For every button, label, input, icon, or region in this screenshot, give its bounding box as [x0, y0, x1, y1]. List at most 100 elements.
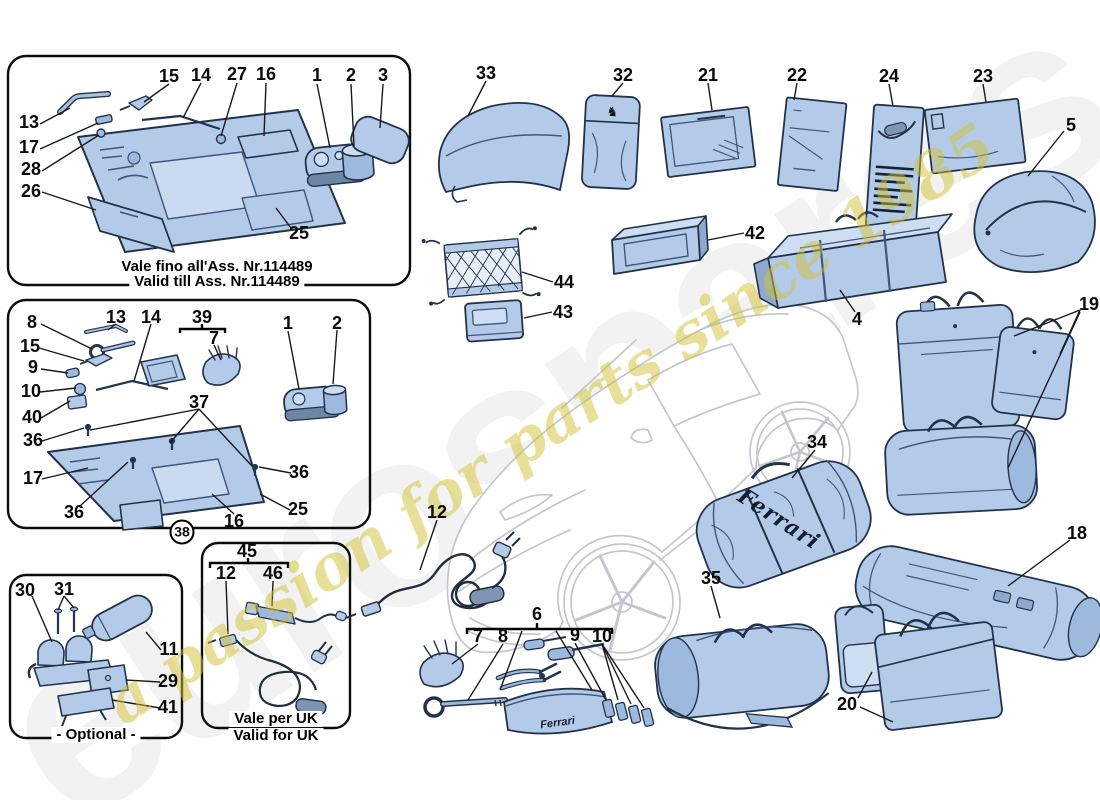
callout-16: 16	[255, 64, 277, 84]
callout-34: 34	[806, 432, 828, 452]
part-9-10-fuses	[601, 698, 655, 727]
part-13-tube	[57, 91, 111, 115]
part-15-screwdriver-2	[79, 353, 113, 367]
callout-25: 25	[287, 499, 309, 519]
part-11-extinguisher	[82, 594, 153, 642]
callout-10: 10	[20, 381, 42, 401]
callout-2: 2	[331, 313, 343, 333]
callout-24: 24	[878, 66, 900, 86]
callout-17: 17	[18, 137, 40, 157]
callout-35: 35	[700, 568, 722, 588]
part-3-case	[350, 115, 410, 165]
part-26-foam-wedge	[87, 196, 175, 253]
part-9-bit	[65, 367, 80, 379]
callout-5: 5	[1065, 115, 1077, 135]
note-validity-line1: Vale fino all'Ass. Nr.114489	[116, 259, 318, 275]
callout-43: 43	[552, 302, 574, 322]
uk-cable-coil	[235, 639, 333, 715]
callout-13: 13	[18, 112, 40, 132]
part-21-manual	[660, 106, 757, 178]
callout-38: 38	[169, 519, 195, 545]
callout-4: 4	[851, 309, 863, 329]
callout-41: 41	[157, 697, 179, 717]
callout-16: 16	[223, 511, 245, 531]
callout-1: 1	[311, 65, 323, 85]
part-14-rod	[141, 114, 221, 131]
part-5-car-cover-bag	[973, 170, 1096, 273]
callout-8: 8	[497, 626, 509, 646]
part-36-screws	[84, 423, 259, 476]
part-14-rod-2	[95, 379, 169, 392]
callout-31: 31	[53, 579, 75, 599]
leader-lines-box1	[39, 82, 384, 229]
part-16-pad	[237, 129, 299, 159]
part-2-canister-2	[322, 384, 348, 416]
callout-42: 42	[744, 223, 766, 243]
bracket-6	[465, 623, 614, 634]
leader-lines-main	[419, 80, 1081, 723]
leader-lines-box4	[225, 580, 274, 635]
callout-23: 23	[972, 66, 994, 86]
callout-12: 12	[426, 502, 448, 522]
callout-19: 19	[1078, 294, 1100, 314]
callout-14: 14	[190, 65, 212, 85]
callout-15: 15	[158, 66, 180, 86]
part-20-bag-set	[834, 603, 1003, 731]
part-19-luggage-set	[884, 291, 1075, 516]
kit-pliers	[495, 662, 562, 691]
note-optional: - Optional -	[51, 727, 141, 743]
callout-44: 44	[553, 272, 575, 292]
part-6-tool-pouch: Ferrari	[503, 687, 614, 735]
part-24-charger-card	[864, 103, 925, 231]
part-35-duffel-bag	[654, 623, 830, 730]
part-7-gloves-kit	[419, 639, 464, 688]
callout-12: 12	[215, 563, 237, 583]
part-13-hex-key	[84, 323, 128, 334]
callout-13: 13	[105, 307, 127, 327]
part-41-bracket	[57, 687, 115, 727]
part-34-car-cover-duffel	[695, 459, 872, 589]
note-uk-line1: Vale per UK	[229, 711, 323, 727]
panel-box-optional	[8, 573, 184, 740]
leader-lines-box3	[31, 595, 162, 709]
part-12-charger-cable	[345, 531, 521, 619]
callout-20: 20	[836, 694, 858, 714]
callout-29: 29	[157, 671, 179, 691]
callout-30: 30	[14, 580, 36, 600]
callout-8: 8	[26, 312, 38, 332]
part-17-clip	[95, 114, 113, 125]
callout-14: 14	[140, 307, 162, 327]
part-7-gloves	[202, 345, 241, 386]
callout-28: 28	[20, 159, 42, 179]
callout-7: 7	[472, 626, 484, 646]
callout-39: 39	[191, 307, 213, 327]
callout-15: 15	[19, 336, 41, 356]
callout-17: 17	[22, 468, 44, 488]
callout-37: 37	[188, 392, 210, 412]
callout-9: 9	[27, 357, 39, 377]
callout-32: 32	[612, 65, 634, 85]
callout-36: 36	[288, 462, 310, 482]
callout-46: 46	[262, 563, 284, 583]
part-23-folder	[923, 97, 1027, 175]
callout-22: 22	[786, 65, 808, 85]
bracket-39	[178, 324, 227, 333]
callout-1: 1	[282, 313, 294, 333]
part-43-box	[464, 299, 524, 343]
callout-45: 45	[236, 541, 258, 561]
part-12-connector-uk	[207, 633, 238, 648]
callout-36: 36	[22, 430, 44, 450]
part-40-adapter-block	[66, 394, 88, 410]
callout-21: 21	[697, 65, 719, 85]
callout-26: 26	[20, 181, 42, 201]
part-22-booklet	[776, 96, 848, 192]
part-33-cover	[437, 101, 571, 203]
callout-33: 33	[475, 63, 497, 83]
part-32-document-pouch: ♞	[581, 94, 641, 190]
kit-screwdrivers	[523, 636, 605, 661]
part-39-pad	[140, 354, 186, 387]
leader-lines	[31, 80, 1081, 723]
note-uk-line2: Valid for UK	[228, 728, 324, 744]
